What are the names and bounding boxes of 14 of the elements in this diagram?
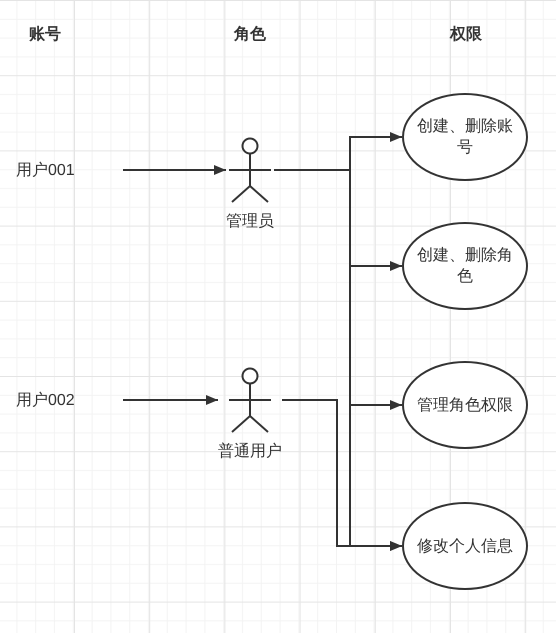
account-label: 用户002 [16,390,75,411]
column-heading: 权限 [450,24,482,45]
use-case-text: 创建、删除账号 [416,116,514,158]
connector-arrow [123,165,226,175]
actor-label: 普通用户 [218,441,282,462]
actor-label: 管理员 [226,212,274,232]
use-case-text: 修改个人信息 [416,536,514,556]
use-case-text: 创建、删除角色 [416,246,514,287]
column-heading: 角色 [234,24,266,45]
connector-arrow [282,399,402,551]
account-label: 用户001 [16,160,75,181]
use-case-text: 管理角色权限 [416,396,514,416]
column-heading: 账号 [29,24,61,45]
connector-arrow [123,395,218,405]
